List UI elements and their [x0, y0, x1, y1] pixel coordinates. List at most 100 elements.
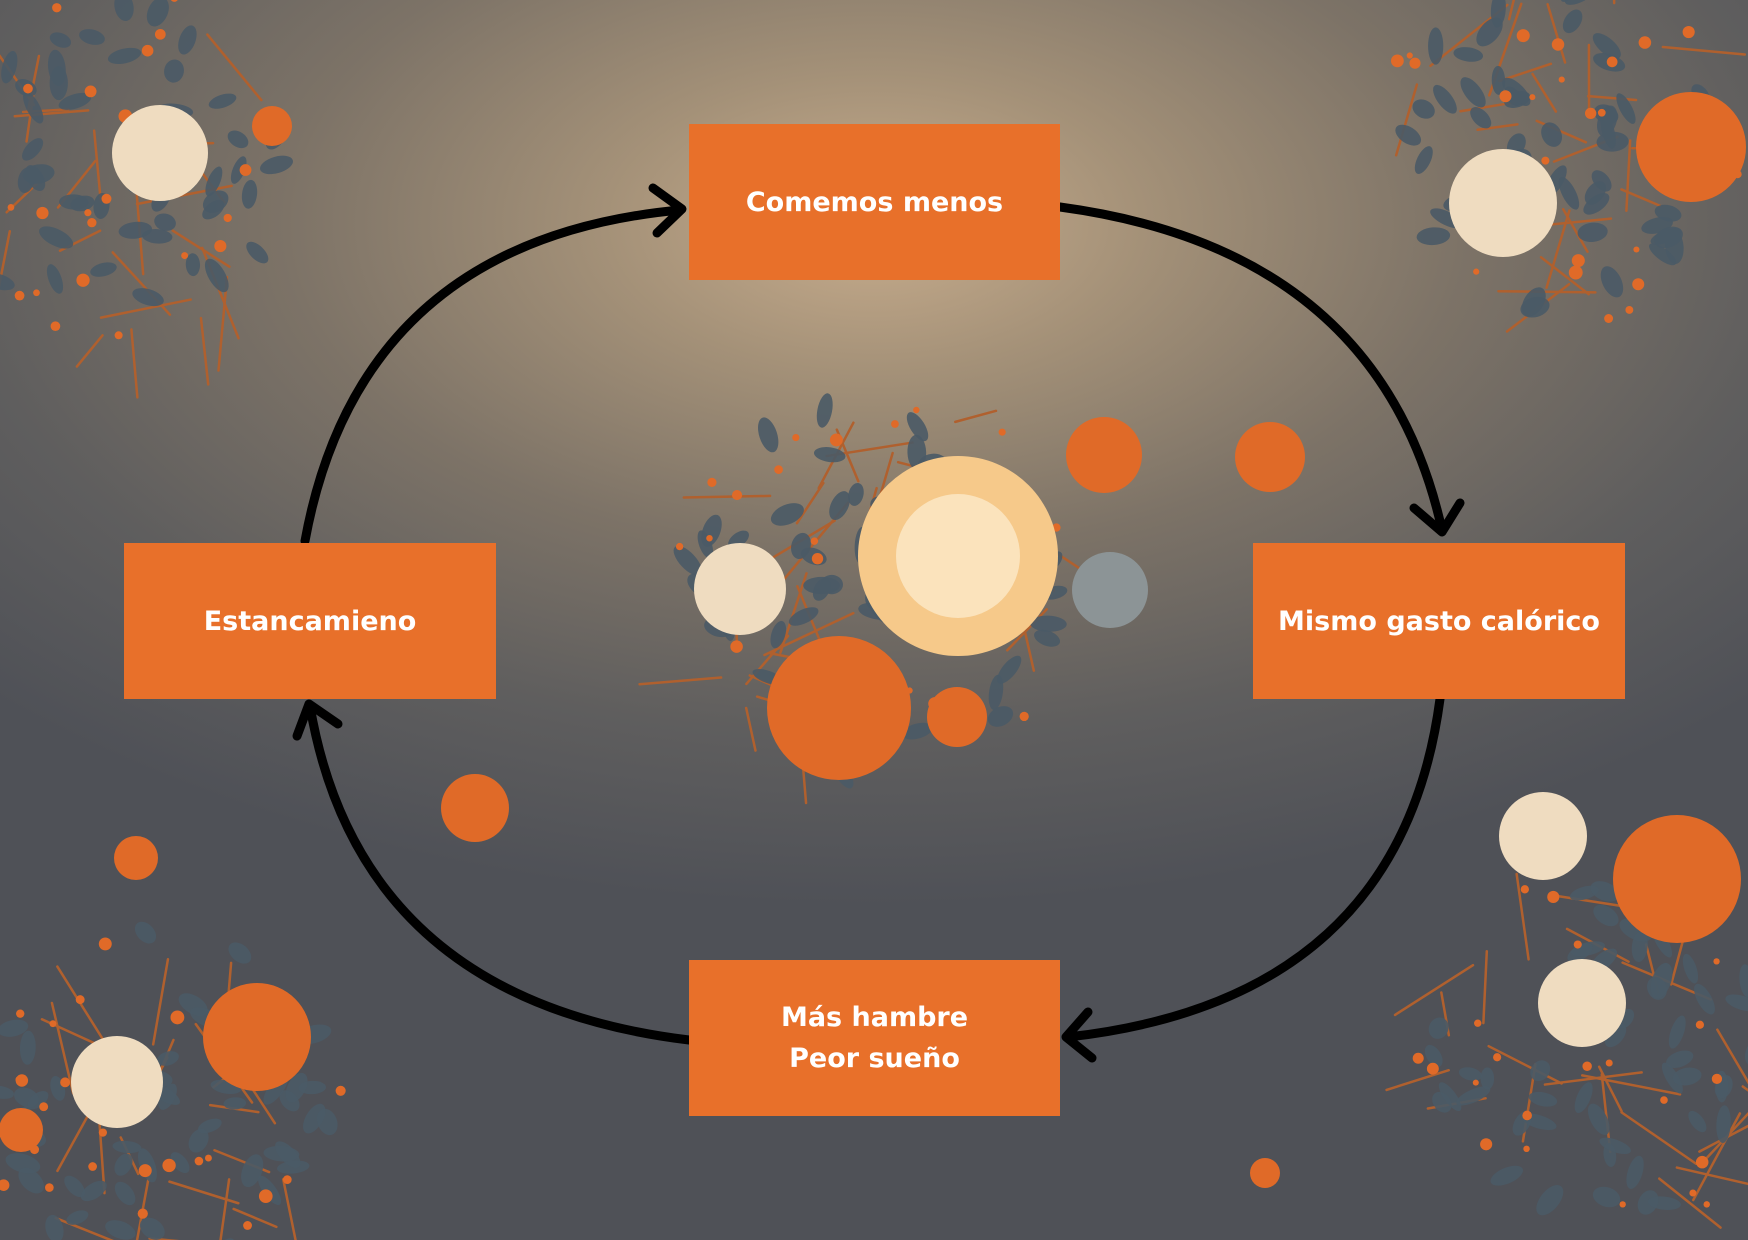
twig: [1393, 963, 1475, 1017]
decorative-fruit: [1613, 815, 1741, 943]
leaf: [79, 29, 105, 45]
leaf: [1438, 1082, 1462, 1112]
berry: [913, 406, 920, 414]
leaf: [170, 1152, 190, 1174]
leaf: [1528, 1091, 1558, 1107]
berry: [1689, 1189, 1697, 1197]
twig: [1658, 1177, 1722, 1229]
leaf: [19, 1030, 36, 1065]
berry: [1597, 108, 1606, 117]
twig: [1586, 94, 1638, 102]
twig: [877, 451, 894, 501]
berry: [1480, 1138, 1493, 1151]
leaf: [1491, 65, 1506, 95]
berry: [1406, 52, 1413, 59]
berry: [49, 1020, 57, 1028]
leaf: [156, 1051, 179, 1066]
twig: [13, 109, 90, 118]
berry: [114, 331, 123, 340]
twig: [99, 298, 192, 319]
leaf: [205, 166, 223, 197]
leaf: [1520, 296, 1550, 318]
berry: [1547, 890, 1560, 903]
arrowhead-right-to-bottom: [1061, 1007, 1097, 1063]
leaf: [1590, 881, 1620, 902]
leaf: [1694, 983, 1715, 1015]
leaf: [178, 25, 197, 55]
decorative-fruit: [112, 105, 208, 201]
leaf: [1490, 0, 1506, 28]
berry: [1523, 1145, 1530, 1153]
twig: [1546, 3, 1567, 64]
leaf: [1654, 226, 1683, 249]
berry: [1474, 1019, 1482, 1027]
leaf: [223, 1097, 247, 1110]
node-top-line-1: Comemos menos: [745, 186, 1004, 218]
berry: [1605, 1059, 1613, 1067]
leaf: [1647, 1196, 1681, 1210]
twig: [1698, 1124, 1748, 1153]
leaf: [1583, 192, 1610, 215]
leaf: [275, 1141, 301, 1168]
leaf: [208, 93, 237, 109]
leaf: [1530, 1060, 1551, 1082]
berry: [774, 465, 783, 474]
leaf: [1600, 266, 1624, 298]
berry: [1568, 265, 1583, 280]
berry: [98, 937, 112, 951]
berry: [1558, 76, 1565, 83]
leaf: [17, 167, 35, 193]
twig: [1006, 608, 1048, 652]
twig: [763, 611, 855, 657]
berry: [1551, 38, 1565, 51]
berry: [1472, 1079, 1479, 1086]
node-bottom-line-1: Más hambre: [780, 1002, 969, 1033]
leaf: [241, 1154, 264, 1188]
twig: [1476, 123, 1519, 132]
berry: [1571, 254, 1585, 268]
arrow-right-to-bottom: [1063, 694, 1445, 1042]
twig: [232, 1207, 278, 1229]
leaf: [1631, 931, 1648, 963]
leaf: [997, 655, 1022, 684]
leaf: [987, 706, 1014, 727]
leaf: [901, 722, 933, 740]
node-left-line-1: Estancamieno: [203, 605, 417, 637]
twig: [1487, 1044, 1563, 1085]
arrowhead-left-to-top: [648, 183, 687, 238]
berry: [1584, 107, 1597, 120]
leaf: [146, 0, 169, 27]
node-comemos-menos: Comemos menos: [689, 124, 1060, 280]
leaf: [906, 412, 929, 442]
berry: [154, 28, 166, 40]
leaf: [1414, 146, 1433, 174]
leaf: [58, 92, 92, 110]
twig: [171, 229, 231, 268]
decorative-fruit: [114, 836, 158, 880]
leaf: [64, 1175, 85, 1198]
leaf: [228, 942, 252, 964]
berry: [1516, 29, 1530, 43]
twig: [0, 230, 12, 288]
twig: [1497, 289, 1597, 294]
leaf: [105, 1220, 136, 1240]
leaf: [90, 262, 117, 277]
decorative-fruit: [1066, 417, 1142, 493]
leaf: [1584, 181, 1607, 205]
leaf: [112, 1140, 142, 1154]
leaf: [1, 50, 18, 84]
berry: [52, 3, 62, 13]
leaf: [118, 221, 153, 239]
twig: [1515, 872, 1530, 961]
berry: [16, 1009, 25, 1018]
twig: [795, 481, 825, 525]
decorative-fruit: [0, 1108, 43, 1152]
leaf: [80, 1180, 107, 1202]
node-mas-hambre-peor-sueno: Más hambre Peor sueño: [689, 960, 1060, 1116]
leaf: [279, 1090, 300, 1112]
berry: [1604, 314, 1614, 323]
leaf: [1688, 1110, 1707, 1133]
twig: [206, 33, 263, 102]
leaf: [1433, 84, 1457, 114]
